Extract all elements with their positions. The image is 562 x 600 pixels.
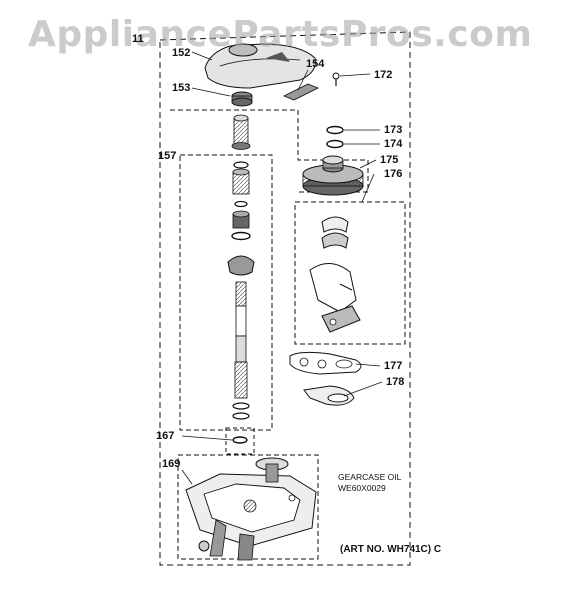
callout-153: 153: [172, 82, 191, 94]
clutch-group-box-176: [294, 201, 406, 345]
callout-167: 167: [156, 430, 175, 442]
callout-174: 174: [384, 138, 403, 150]
leader-lines: [181, 51, 383, 485]
callout-175: 175: [380, 154, 399, 166]
gearcase-oil-note: GEARCASE OIL WE60X0029: [338, 472, 401, 494]
callout-178: 178: [386, 376, 405, 388]
callout-177: 177: [384, 360, 403, 372]
shaft-group-box-157: [179, 154, 273, 431]
clutch-assembly-part: [309, 216, 361, 333]
clutch-plate-part-177: [289, 351, 362, 375]
bearing-part-153: [231, 91, 253, 107]
callout-152: 152: [172, 47, 191, 59]
callout-11: 11: [132, 33, 144, 45]
callout-173: 173: [384, 124, 403, 136]
callout-157: 157: [158, 150, 177, 162]
callout-172: 172: [374, 69, 393, 81]
washer-part-174: [326, 139, 344, 149]
screw-part-172: [332, 72, 340, 86]
art-number: (ART NO. WH741C) C: [340, 544, 442, 555]
gearcase-oil-part-number: WE60X0029: [338, 483, 386, 493]
drive-gear-part-175: [302, 155, 364, 196]
gearcase-cover-part: [204, 43, 319, 101]
retainer-ring-part-178: [303, 385, 355, 406]
callout-169: 169: [162, 458, 181, 470]
agitator-shaft-part: [227, 114, 255, 420]
callout-154: 154: [306, 58, 325, 70]
washer-part-167: [232, 436, 248, 444]
washer-part-173: [326, 125, 344, 135]
washer-group-box-167: [225, 427, 255, 455]
assembly-outline: [159, 31, 411, 566]
callout-176: 176: [384, 168, 403, 180]
gearcase-oil-label: GEARCASE OIL: [338, 472, 402, 482]
watermark-text: AppliancePartsPros.com: [28, 14, 533, 55]
gearcase-housing-part: [185, 457, 317, 561]
